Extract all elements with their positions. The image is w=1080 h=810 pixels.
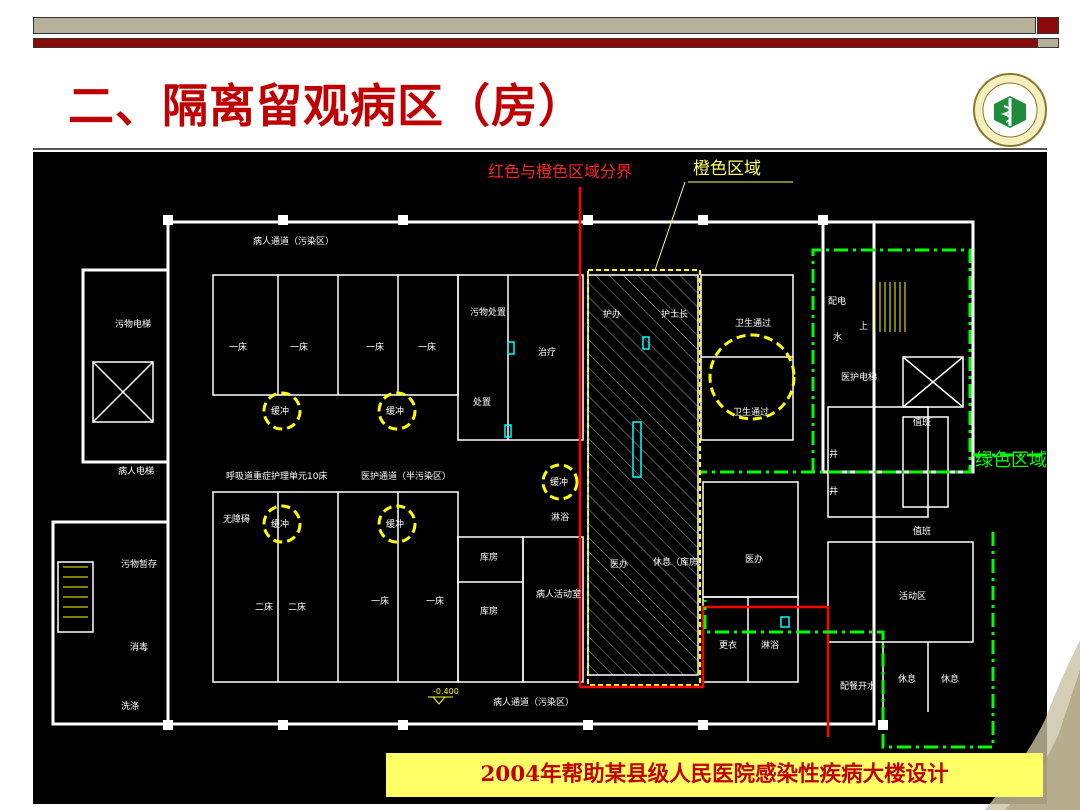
buffer-circles (262, 333, 796, 544)
label-dirty-elevator: 污物电梯 (115, 318, 151, 330)
header-bar-accent (1037, 17, 1059, 34)
label-staff-corridor: 医护通道（半污染区） (361, 470, 451, 482)
label-duty-1: 值班 (913, 416, 931, 428)
label-head-nurse: 护士长 (661, 308, 688, 320)
design-caption: 2004年帮助某县级人民医院感染性疾病大楼设计 (386, 753, 1043, 797)
header-bar-upper (33, 17, 1036, 34)
label-disposal: 处置 (473, 396, 491, 408)
label-corridor-top: 病人通道（污染区） (253, 235, 334, 247)
label-rest-warehouse: 休息（库房） (653, 556, 707, 568)
label-elevation: -0.400 (433, 687, 459, 696)
label-bed-a: 一床 (229, 341, 247, 353)
label-buffer-4: 缓冲 (386, 518, 404, 530)
label-activity: 活动区 (899, 590, 926, 602)
label-patient-elevator: 病人电梯 (118, 465, 154, 477)
label-well-1: 井 (829, 448, 838, 460)
label-dirty-storage: 污物暂存 (121, 558, 157, 570)
decorative-corner (985, 640, 1080, 810)
label-sanitary-2: 卫生通过 (733, 406, 769, 418)
label-dirty-handling: 污物处置 (470, 306, 506, 318)
label-shower: 淋浴 (551, 511, 569, 523)
label-bed-e: 二床 (255, 601, 273, 613)
label-doctor-office: 医办 (610, 558, 628, 570)
label-bed-h: 一床 (426, 595, 444, 607)
boundary-label: 红色与橙色区域分界 (488, 162, 632, 181)
green-boundary (701, 248, 1045, 749)
label-buffer-5: 缓冲 (550, 476, 568, 488)
label-change: 更衣 (719, 639, 737, 651)
label-staff-elevator: 医护电梯 (841, 371, 877, 383)
label-buffer-3: 缓冲 (271, 518, 289, 530)
label-pantry: 配电 (828, 295, 846, 307)
label-water: 水 (833, 331, 842, 343)
header-bar-accent-lower (1037, 38, 1059, 48)
hospital-logo (972, 72, 1048, 148)
label-bed-b: 一床 (290, 341, 308, 353)
title-divider (33, 148, 1047, 150)
label-rest-2: 休息 (898, 673, 916, 685)
orange-zone-label: 橙色区域 (693, 159, 761, 179)
label-bed-c: 一床 (366, 341, 384, 353)
label-washing: 洗涤 (121, 700, 139, 712)
fixtures (504, 336, 790, 628)
label-rest: 休息 (941, 673, 959, 685)
label-up: 上 (859, 321, 868, 332)
orange-zone-hatch (587, 274, 699, 676)
header-bars (33, 17, 1059, 48)
stair-lines (63, 282, 906, 618)
label-tea-water: 配餐开水 (840, 680, 876, 692)
label-icu: 呼吸道重症护理单元10床 (226, 470, 327, 482)
label-ward-doctor: 医办 (745, 553, 763, 565)
label-no-barrier: 无障碍 (223, 513, 250, 525)
label-bed-f: 二床 (288, 601, 306, 613)
label-nurse-office: 护办 (603, 308, 621, 320)
red-boundary (578, 187, 830, 737)
label-warehouse-2: 库房 (480, 605, 498, 617)
label-warehouse-1: 库房 (480, 551, 498, 563)
header-bar-lower (33, 38, 1059, 48)
label-shower-2: 淋浴 (761, 639, 779, 651)
label-patient-activity: 病人活动室 (536, 588, 581, 600)
label-corridor-bottom: 病人通道（污染区） (493, 696, 574, 708)
floor-plan: 红色与橙色区域分界 橙色区域 绿色区域 病人通道（污染区） 病人通道（污染区） … (33, 152, 1047, 804)
label-buffer-1: 缓冲 (271, 405, 289, 417)
room-walls (57, 274, 974, 712)
columns (163, 215, 888, 730)
label-well-2: 井 (829, 485, 838, 497)
label-bed-d: 一床 (418, 341, 436, 353)
label-sanitary-1: 卫生通过 (735, 317, 771, 329)
label-buffer-2: 缓冲 (386, 405, 404, 417)
slide-title: 二、隔离留观病区（房） (68, 79, 585, 133)
label-duty-2: 值班 (913, 525, 931, 537)
green-zone-label: 绿色区域 (975, 450, 1047, 471)
label-disinfection: 消毒 (130, 641, 148, 653)
label-bed-g: 一床 (371, 595, 389, 607)
label-treatment: 治疗 (538, 346, 556, 358)
